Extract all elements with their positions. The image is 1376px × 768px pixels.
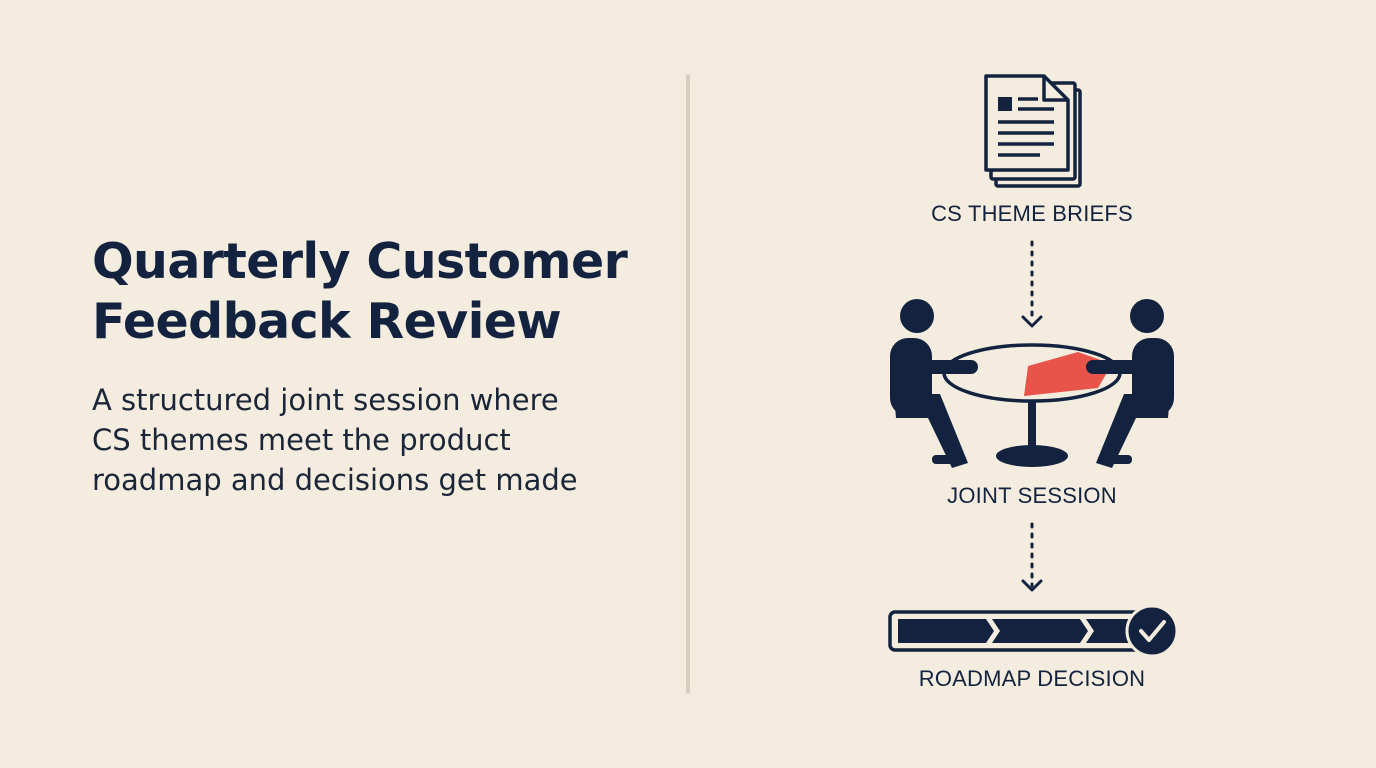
flow-arrow-2: [1021, 522, 1043, 592]
intro-panel: Quarterly Customer Feedback Review A str…: [92, 232, 652, 500]
person-left-icon: [890, 299, 978, 468]
person-right-icon: [1086, 299, 1174, 468]
process-flow-diagram: [888, 74, 1179, 658]
subtitle-line-3: roadmap and decisions get made: [92, 463, 578, 497]
meeting-table-icon: [890, 299, 1174, 468]
subtitle-line-1: A structured joint session where: [92, 383, 559, 417]
subtitle-line-2: CS themes meet the product: [92, 423, 511, 457]
checkmark-icon: [1125, 604, 1179, 658]
step-label-roadmap-decision: ROADMAP DECISION: [918, 666, 1146, 691]
flow-arrow-1: [1021, 240, 1043, 328]
step-label-cs-theme-briefs: CS THEME BRIEFS: [931, 201, 1133, 226]
step-label-joint-session: JOINT SESSION: [947, 483, 1117, 508]
title-line-2: Feedback Review: [92, 293, 562, 350]
page-title: Quarterly Customer Feedback Review: [92, 232, 652, 352]
roadmap-progress-icon: [888, 604, 1179, 658]
subtitle: A structured joint session where CS them…: [92, 380, 652, 500]
title-line-1: Quarterly Customer: [92, 233, 628, 290]
documents-icon: [984, 74, 1082, 188]
vertical-divider: [686, 74, 690, 694]
